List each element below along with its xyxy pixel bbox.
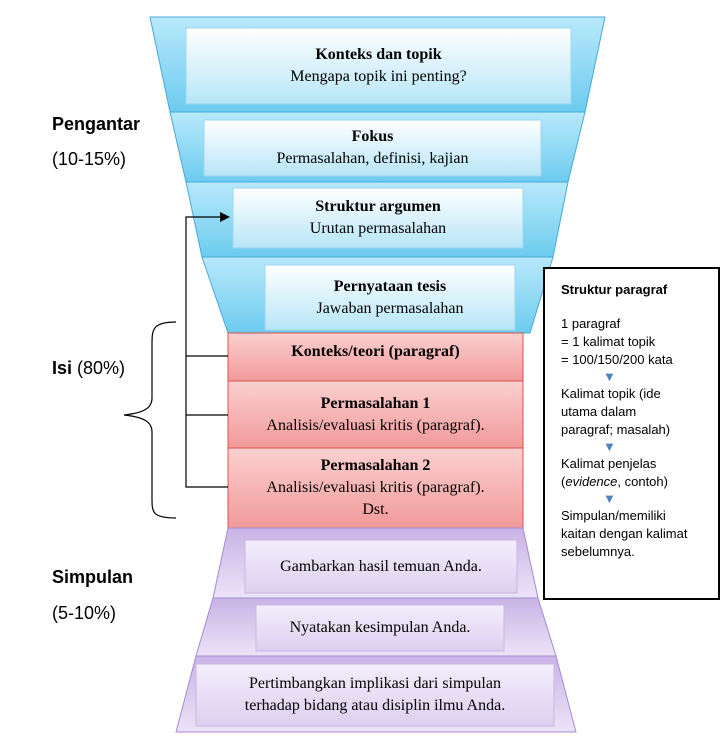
- note-title: Struktur paragraf: [561, 282, 668, 297]
- note-line: utama dalam: [561, 404, 637, 419]
- label-isi: Isi (80%): [52, 358, 126, 378]
- curly-brace-icon: [123, 321, 177, 519]
- note-line: = 100/150/200 kata: [561, 352, 673, 367]
- body-blocks: [227, 332, 524, 529]
- concl-box-1: [244, 539, 518, 594]
- intro-funnel: [149, 16, 606, 334]
- note-line: kaitan dengan kalimat: [561, 526, 688, 541]
- pct-pengantar: (10-15%): [52, 149, 127, 169]
- down-arrow-icon: ▼: [603, 439, 616, 454]
- note-line: paragraf; masalah): [561, 422, 671, 437]
- down-arrow-icon: ▼: [603, 369, 616, 384]
- pct-simpulan: (5-10%): [52, 603, 117, 623]
- intro-box-3: [232, 187, 524, 249]
- note-line: sebelumnya.: [561, 544, 635, 559]
- conclusion-pyramid: [175, 527, 577, 733]
- label-pengantar: Pengantar: [52, 114, 141, 134]
- paragraph-structure-note: Struktur paragraf 1 paragraf = 1 kalimat…: [543, 267, 720, 600]
- note-line: 1 paragraf: [561, 316, 621, 331]
- note-line: Simpulan/memiliki: [561, 508, 666, 523]
- intro-box-2: [203, 119, 542, 177]
- concl-box-3: [195, 663, 555, 727]
- body-block-3: [227, 447, 524, 529]
- note-line: Kalimat topik (ide: [561, 386, 661, 401]
- note-line: Kalimat penjelas: [561, 456, 657, 471]
- label-simpulan: Simpulan: [52, 567, 134, 587]
- structure-connector: [185, 212, 230, 488]
- intro-box-4: [264, 264, 516, 331]
- note-line: = 1 kalimat topik: [561, 334, 656, 349]
- concl-box-2: [255, 604, 505, 652]
- intro-box-1: [185, 27, 572, 105]
- concl-item-2: Nyatakan kesimpulan Anda.: [289, 619, 471, 636]
- body-item-1: Konteks/teori (paragraf): [291, 343, 460, 360]
- note-line: (evidence, contoh): [561, 474, 668, 489]
- arrow-head-icon: [220, 212, 230, 222]
- body-block-1: [227, 332, 524, 382]
- down-arrow-icon: ▼: [603, 491, 616, 506]
- concl-item-1: Gambarkan hasil temuan Anda.: [280, 557, 482, 575]
